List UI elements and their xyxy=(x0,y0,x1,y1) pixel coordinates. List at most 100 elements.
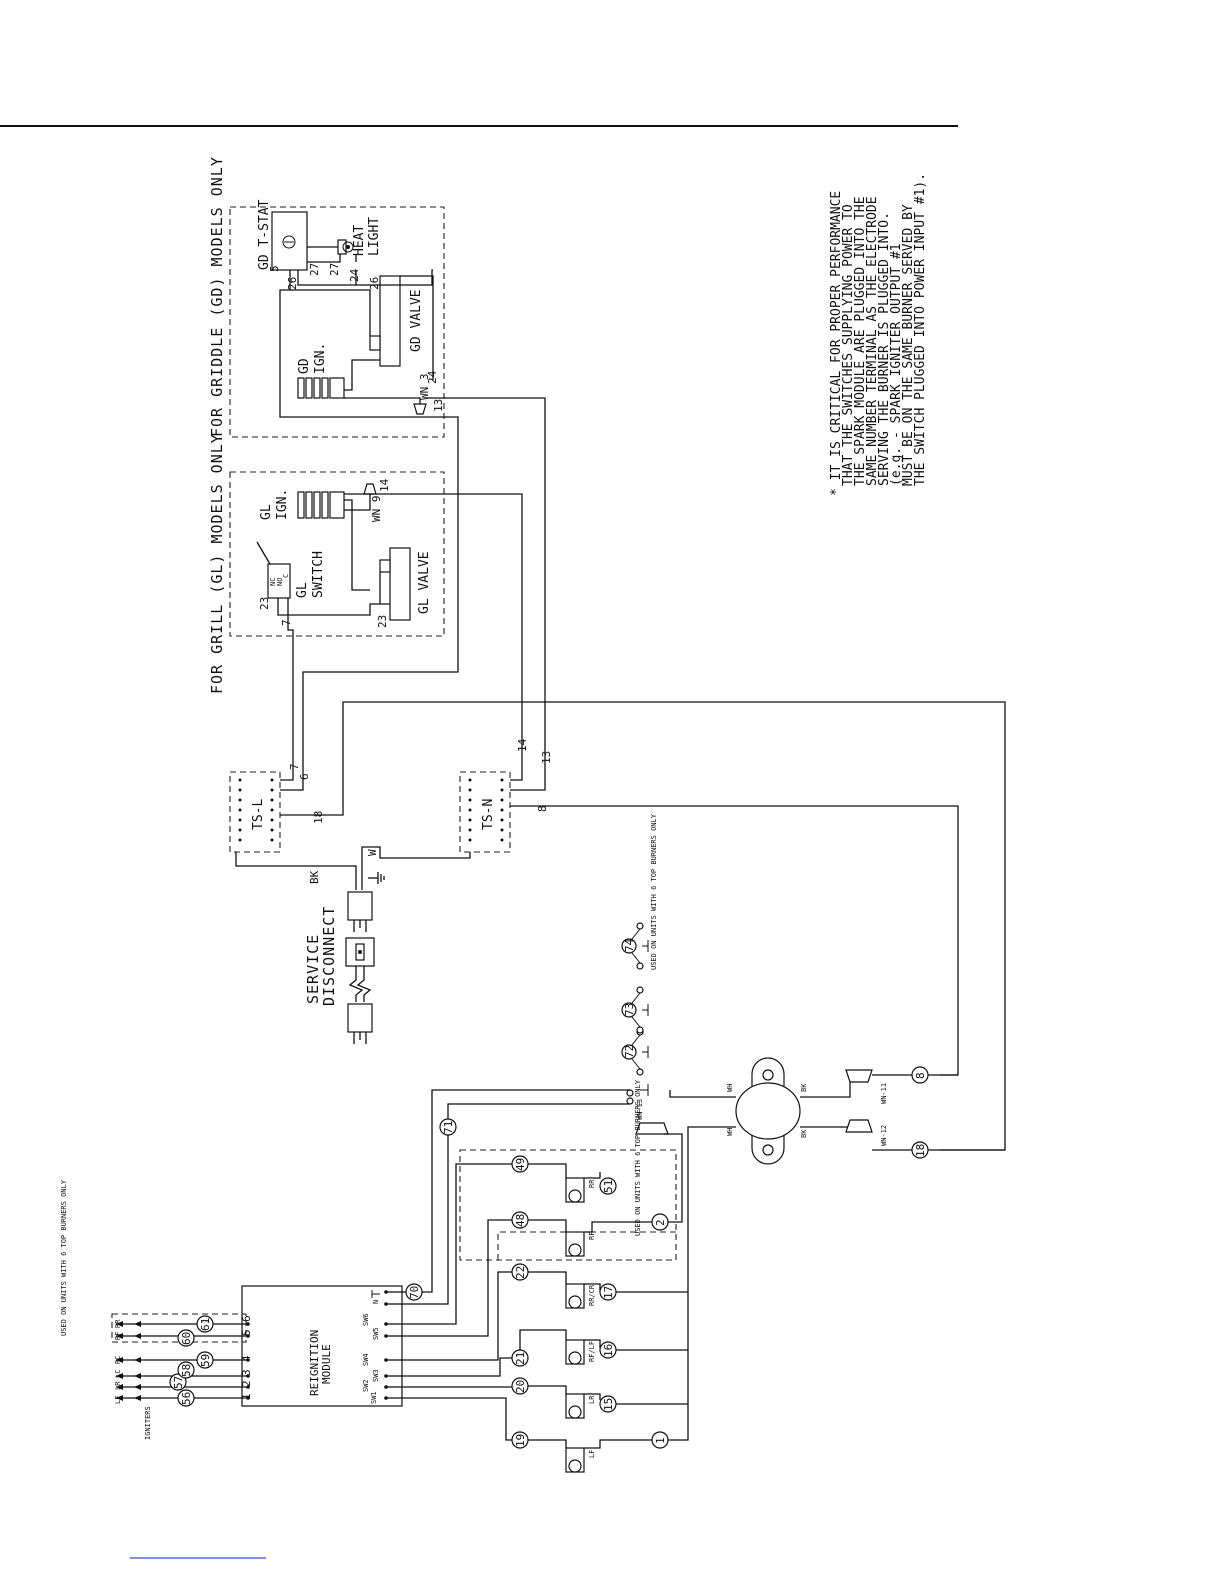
wire-nut-3-icon xyxy=(413,403,427,415)
gl-valve-label: GL VALVE xyxy=(417,551,432,614)
wire-nut-12-icon xyxy=(845,1119,873,1133)
grounds-used-on: USED ON UNITS WITH 6 TOP BURNERS ONLY xyxy=(650,813,658,970)
svg-text:24: 24 xyxy=(348,268,361,282)
circle-49: 49 xyxy=(511,1155,529,1173)
service-label-1: SERVICE xyxy=(304,934,322,1004)
module-box xyxy=(241,1285,403,1407)
svg-text:60: 60 xyxy=(180,1332,193,1345)
circle-17: 17 xyxy=(599,1283,617,1301)
service-disconnect: SERVICE DISCONNECT xyxy=(304,891,375,1044)
griddle-section: FOR GRIDDLE (GD) MODELS ONLY GD T-STAT 5… xyxy=(208,156,546,770)
service-label-2: DISCONNECT xyxy=(320,906,338,1006)
heat-light-label-2: LIGHT xyxy=(367,217,382,256)
igniters-used-on: USED ON UNITS WITH 6 TOP BURNERS ONLY xyxy=(60,1179,68,1336)
switch-rr: RR xyxy=(565,1177,596,1203)
svg-text:19: 19 xyxy=(514,1434,527,1447)
svg-text:WN-13: WN-13 xyxy=(636,1099,644,1120)
svg-text:RR: RR xyxy=(588,1179,596,1188)
module-ground-icon xyxy=(371,1290,380,1298)
svg-text:26: 26 xyxy=(286,277,299,290)
svg-text:61: 61 xyxy=(199,1318,212,1331)
svg-text:4: 4 xyxy=(240,1355,253,1362)
svg-text:SAME NUMBER TERMINAL AS THE EL: SAME NUMBER TERMINAL AS THE ELECTRODE xyxy=(865,196,880,486)
svg-text:74: 74 xyxy=(623,938,636,952)
ts-n-block xyxy=(459,771,511,853)
receptacle-icon xyxy=(345,937,375,967)
svg-text:WN 3: WN 3 xyxy=(418,374,431,401)
terminal-strips: TS-L 7 6 18 TS-N 14 13 8 BK W xyxy=(229,701,1006,1151)
svg-text:(e.g. - SPARK IGNITER OUTPUT #: (e.g. - SPARK IGNITER OUTPUT #1 xyxy=(889,243,904,486)
switch-optional-box xyxy=(459,1149,677,1261)
svg-text:8: 8 xyxy=(536,805,549,812)
svg-text:2: 2 xyxy=(240,1380,253,1387)
svg-text:70: 70 xyxy=(408,1286,421,1299)
circle-8: 8 xyxy=(911,1066,929,1084)
griddle-title: FOR GRIDDLE (GD) MODELS ONLY xyxy=(208,156,226,437)
svg-text:LR: LR xyxy=(588,1395,596,1404)
igniters-optional-box xyxy=(111,1313,247,1343)
svg-text:1: 1 xyxy=(240,1393,253,1400)
svg-text:49: 49 xyxy=(514,1158,527,1171)
svg-text:SW1: SW1 xyxy=(370,1391,378,1404)
svg-text:LF: LF xyxy=(114,1396,122,1404)
gl-switch-label-2: SWITCH xyxy=(311,551,326,598)
svg-text:SW3: SW3 xyxy=(372,1369,380,1382)
svg-text:THE SWITCH PLUGGED INTO POWER: THE SWITCH PLUGGED INTO POWER INPUT #1). xyxy=(913,173,928,486)
svg-text:14: 14 xyxy=(378,478,391,492)
gl-ign-label-2: IGN. xyxy=(275,489,290,520)
svg-text:13: 13 xyxy=(540,751,553,764)
wire-nut-9-icon xyxy=(363,483,377,495)
circle-16: 16 xyxy=(599,1341,617,1359)
switch-lf: LF xyxy=(565,1447,596,1473)
igniter-circle-57: 57 xyxy=(169,1373,187,1391)
module-name-1: REIGNITION xyxy=(308,1330,321,1396)
svg-text:51: 51 xyxy=(602,1180,615,1193)
svg-text:1: 1 xyxy=(654,1437,667,1444)
svg-text:RF: RF xyxy=(588,1232,596,1240)
svg-text:BK: BK xyxy=(800,1083,808,1092)
ground-terminal-72: 72 xyxy=(621,1028,649,1076)
svg-text:16: 16 xyxy=(602,1344,615,1357)
plug-icon-lower xyxy=(347,1003,373,1044)
svg-text:WN 9: WN 9 xyxy=(370,496,383,523)
svg-text:WN-12: WN-12 xyxy=(880,1125,888,1146)
svg-text:LF: LF xyxy=(588,1450,596,1458)
svg-text:6: 6 xyxy=(298,773,311,780)
svg-text:73: 73 xyxy=(623,1003,636,1016)
svg-text:SW5: SW5 xyxy=(372,1327,380,1340)
svg-text:14: 14 xyxy=(516,738,529,752)
gl-switch-lever-icon xyxy=(256,541,271,565)
svg-text:7: 7 xyxy=(288,763,301,770)
svg-text:24: 24 xyxy=(426,370,439,384)
switch-rf-lf: RF/LF xyxy=(565,1339,596,1365)
svg-text:21: 21 xyxy=(514,1352,527,1365)
svg-text:RC: RC xyxy=(114,1356,122,1364)
ts-l-block xyxy=(229,771,281,853)
svg-text:18: 18 xyxy=(312,811,325,824)
svg-text:58: 58 xyxy=(180,1364,193,1377)
svg-text:15: 15 xyxy=(602,1398,615,1411)
circle-51: 51 xyxy=(599,1177,617,1195)
svg-text:72: 72 xyxy=(623,1045,636,1058)
circle-20: 20 xyxy=(511,1377,529,1395)
circle-71: 71 xyxy=(439,1118,457,1136)
svg-text:RR/CR: RR/CR xyxy=(588,1284,596,1306)
svg-text:56: 56 xyxy=(180,1392,193,1405)
circle-18: 18 xyxy=(911,1141,929,1159)
grill-section: FOR GRILL (GL) MODELS ONLY NC NO C GL SW… xyxy=(208,433,523,770)
tstat-knob-icon xyxy=(282,235,296,249)
svg-text:N: N xyxy=(372,1300,380,1304)
svg-text:SW4: SW4 xyxy=(362,1353,370,1366)
svg-text:SERVING THE BURNER IS PLUGGED: SERVING THE BURNER IS PLUGGED INTO. xyxy=(877,212,892,486)
svg-text:8: 8 xyxy=(914,1072,927,1079)
griddle-dashed-box xyxy=(229,206,445,438)
gd-valve xyxy=(379,275,401,367)
circle-2: 2 xyxy=(651,1213,669,1231)
svg-text:27: 27 xyxy=(328,263,341,276)
svg-text:BK: BK xyxy=(308,870,321,884)
gl-switch xyxy=(267,563,291,599)
circle-1: 1 xyxy=(651,1431,669,1449)
svg-text:* IT IS CRITICAL FOR PROPER PE: * IT IS CRITICAL FOR PROPER PERFORMANCE xyxy=(829,191,844,496)
svg-text:SW6: SW6 xyxy=(362,1313,370,1326)
